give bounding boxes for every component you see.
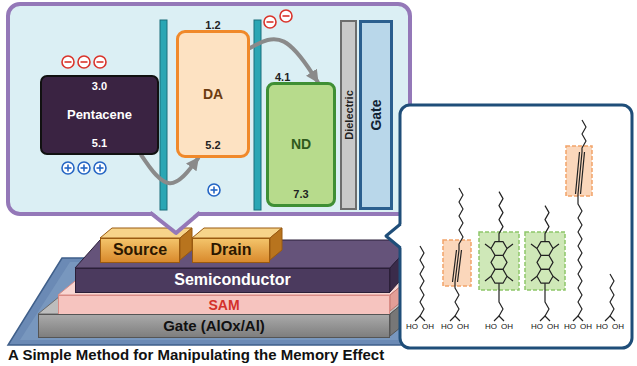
hydroxyl-label: OH	[422, 323, 434, 331]
energy-value: 5.1	[42, 137, 157, 150]
box-label: SAM	[208, 298, 239, 312]
hole-symbol	[83, 165, 85, 172]
energy-callout-panel	[8, 4, 410, 214]
box-label: Drain	[211, 241, 252, 259]
hydroxyl-label: HO	[485, 323, 497, 331]
gate-layer-faces	[38, 296, 412, 314]
ndi-highlight-box	[479, 232, 565, 290]
gate-layer: Gate (AlOx/Al)	[38, 314, 390, 338]
hole-symbol	[213, 187, 215, 194]
energy-value: 5.2	[179, 139, 247, 152]
source-electrode: Source	[100, 238, 180, 263]
molecule-chain	[491, 256, 507, 270]
molecule-chain	[545, 283, 549, 316]
energy-value: 3.0	[42, 80, 157, 93]
semiconductor-layer-faces	[75, 240, 415, 268]
hole-symbol	[208, 184, 220, 196]
electron-symbol	[81, 61, 88, 63]
hole-symbol	[99, 165, 101, 172]
box-label: Gate (AlOx/Al)	[163, 317, 265, 334]
semiconductor-layer: Semiconductor	[75, 268, 390, 293]
sam-layer: SAM	[58, 295, 390, 315]
energy-value: 4.1	[269, 71, 333, 84]
energy-level-box: 3.0Pentacene 5.1	[40, 75, 159, 155]
semiconductor-layer-faces	[75, 240, 415, 292]
molecule-chain	[537, 256, 553, 270]
box-label: Gate	[368, 99, 384, 130]
energy-callout-panel	[150, 213, 200, 234]
figure-title: A Simple Method for Manipulating the Mem…	[8, 347, 384, 364]
transfer-arrow	[141, 155, 198, 183]
hole-symbol	[62, 162, 220, 196]
electron-symbol	[264, 16, 276, 28]
molecule-chain	[537, 269, 553, 283]
molecule-chain	[499, 283, 503, 316]
box-label: Pentacene	[67, 108, 132, 123]
electron-symbol	[94, 56, 106, 68]
molecule-chain	[491, 242, 507, 256]
molecule-callout-panel	[386, 105, 632, 348]
box-label: ND	[291, 136, 311, 152]
electron-symbol	[280, 10, 292, 22]
electron-symbol	[267, 21, 274, 23]
electron-symbol	[65, 61, 72, 63]
box-label: Semiconductor	[174, 271, 290, 289]
hydroxyl-label: HO	[596, 323, 608, 331]
molecule-chain	[459, 188, 463, 250]
energy-level-box: 1.2DA5.2	[176, 30, 250, 158]
molecule-chain	[531, 244, 559, 281]
box-label: DA	[203, 86, 223, 102]
molecule-chain	[499, 192, 503, 242]
hydroxyl-label: OH	[612, 323, 624, 331]
hole-symbol	[94, 162, 106, 174]
molecule-callout-panel	[387, 224, 402, 248]
hydroxyl-label: HO	[441, 323, 453, 331]
electron-symbol	[283, 15, 290, 17]
hydroxyl-label: OH	[547, 323, 559, 331]
box-label: Dielectric	[342, 90, 355, 140]
hydroxyl-label: OH	[501, 323, 513, 331]
hydroxyl-label: HO	[531, 323, 543, 331]
hole-symbol	[62, 162, 74, 174]
molecule-chain	[576, 152, 585, 194]
molecule-chain	[415, 120, 615, 321]
hydroxyl-label: OH	[580, 323, 592, 331]
electrode-pad-faces	[270, 228, 282, 260]
drain-electrode: Drain	[192, 238, 270, 263]
molecule-callout-panel	[386, 224, 401, 248]
hydroxyl-label: HO	[564, 323, 576, 331]
gate-bar: Gate	[359, 20, 393, 210]
molecule-callout-panel	[400, 105, 632, 348]
molecule-chain	[455, 282, 459, 316]
molecule-chain	[491, 269, 507, 283]
energy-value: 1.2	[179, 19, 247, 32]
molecule-chain	[537, 242, 553, 256]
alkyne-highlight-box	[443, 240, 471, 286]
electron-symbol	[97, 61, 104, 63]
box-label: Source	[113, 241, 167, 259]
molecule-chain	[485, 244, 513, 281]
electron-symbol	[78, 56, 90, 68]
molecule-chain	[582, 120, 586, 152]
molecule-chain	[453, 250, 462, 282]
electrode-pad-faces	[192, 228, 282, 238]
molecule-chain	[545, 206, 549, 242]
molecule-chain	[578, 194, 582, 316]
alkyne-highlight-box	[566, 146, 592, 196]
electron-symbol	[62, 56, 74, 68]
energy-value: 7.3	[269, 188, 333, 201]
hole-symbol	[67, 165, 69, 172]
molecule-chain	[415, 316, 615, 321]
energy-level-box: 4.1ND7.3	[266, 82, 336, 207]
hydroxyl-label: OH	[457, 323, 469, 331]
hydroxyl-label: HO	[406, 323, 418, 331]
energy-callout-panel	[8, 4, 410, 233]
molecule-chain	[420, 246, 424, 316]
electrode-pad-faces	[180, 228, 192, 260]
dielectric-bar: Dielectric	[340, 20, 357, 210]
hole-symbol	[78, 162, 90, 174]
sam-barrier-bar	[254, 20, 261, 210]
molecule-chain	[610, 274, 614, 316]
